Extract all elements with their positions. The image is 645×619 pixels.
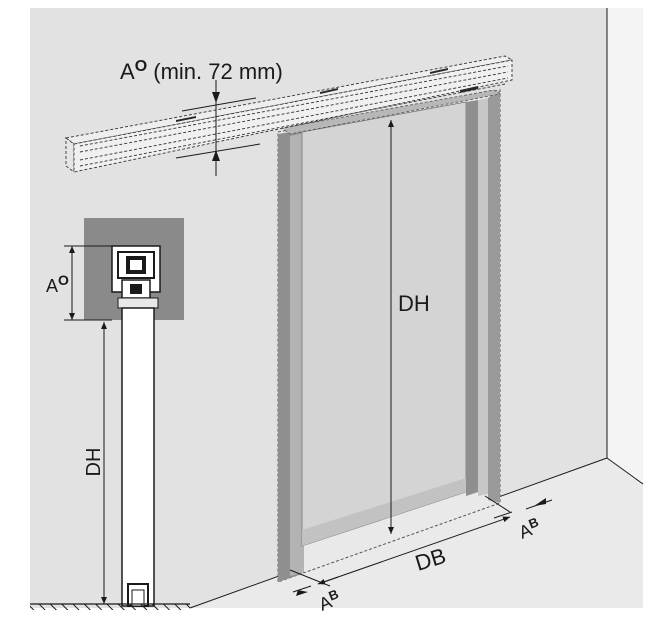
frame-top xyxy=(281,89,502,135)
dh-door-label: DH xyxy=(398,291,430,316)
ao-top-dimension xyxy=(175,80,261,176)
frame-right-dark xyxy=(466,100,478,496)
dh-side-label: DH xyxy=(83,448,105,477)
ab-right-dimension xyxy=(493,498,553,519)
track-clips xyxy=(176,68,478,122)
top-track xyxy=(64,55,514,173)
db-dimension xyxy=(289,495,511,587)
ao-side-label: AO xyxy=(46,272,69,296)
door-assembly xyxy=(277,89,502,583)
section-door-panel xyxy=(121,307,155,607)
frame-right-light xyxy=(478,98,488,496)
section-door-top xyxy=(117,297,159,309)
frame-right-outer xyxy=(488,90,500,503)
frame-left-mid xyxy=(290,133,304,576)
section-floor xyxy=(30,603,190,610)
ao-top-label: AO (min. 72 mm) xyxy=(120,58,283,84)
floor-line-side xyxy=(606,457,644,485)
ao-side-dimension xyxy=(64,245,112,321)
cross-section xyxy=(84,218,184,607)
door-leaf xyxy=(301,101,467,547)
ab-left-dimension xyxy=(292,576,339,596)
right-wall-edge xyxy=(607,8,643,600)
